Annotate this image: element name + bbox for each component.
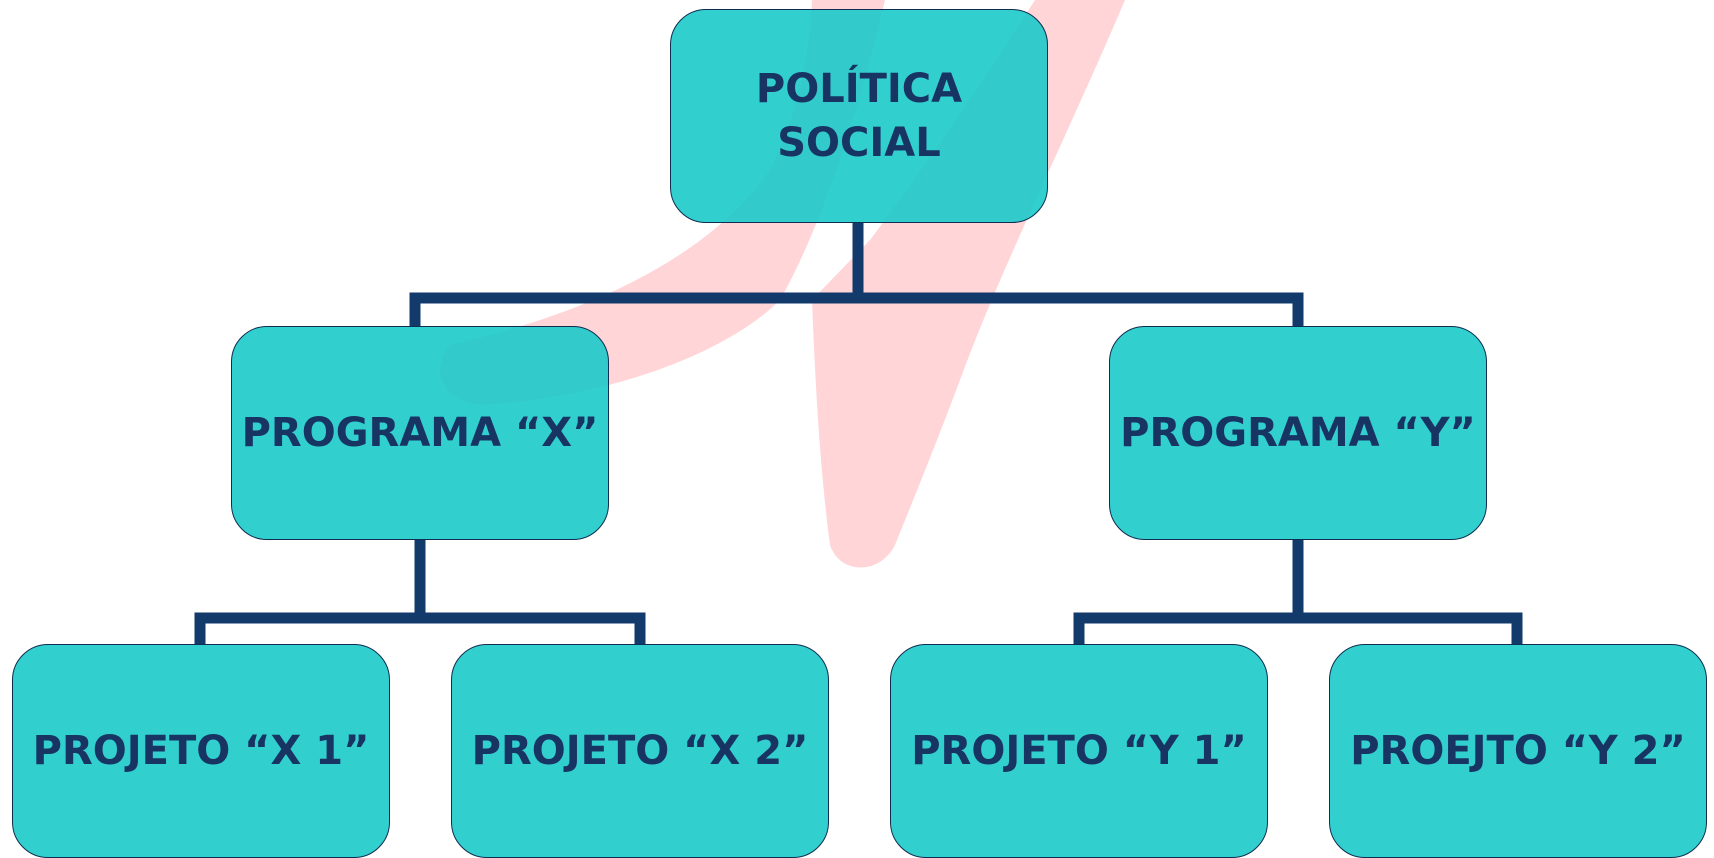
- connector-programa-x-to-projects: [194, 540, 646, 644]
- node-projeto-y1: PROJETO “Y 1”: [890, 644, 1268, 858]
- node-programa-y: PROGRAMA “Y”: [1109, 326, 1487, 540]
- node-projeto-y2: PROEJTO “Y 2”: [1329, 644, 1707, 858]
- connector-programa-y-to-projects: [1073, 540, 1523, 644]
- node-projeto-x2: PROJETO “X 2”: [451, 644, 829, 858]
- watermark-stroke-left: [440, 0, 885, 405]
- node-projeto-x1: PROJETO “X 1”: [12, 644, 390, 858]
- connector-root-to-programs: [409, 223, 1304, 326]
- node-politica-social: POLÍTICA SOCIAL: [670, 9, 1048, 223]
- node-programa-x: PROGRAMA “X”: [231, 326, 609, 540]
